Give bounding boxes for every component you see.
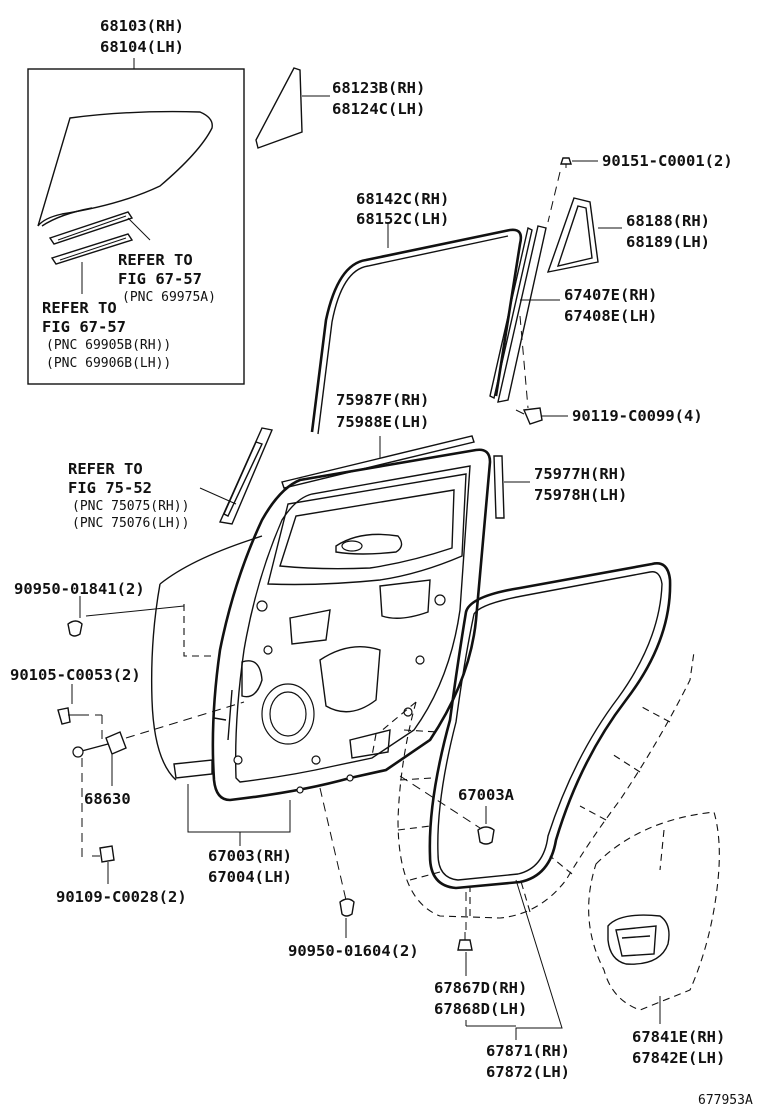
ref-c-line-3: (PNC 75075(RH)) (72, 499, 189, 514)
inner-door-panel (211, 448, 492, 802)
plug-90950-01841-icon (67, 620, 83, 637)
plug-90950-01604-icon (339, 898, 355, 917)
label-channel-lh: 67408E(LH) (564, 307, 657, 325)
label-bolt-90119: 90119-C0099(4) (572, 407, 703, 425)
drawing-number: 677953A (698, 1093, 753, 1108)
clip-67867d-icon (457, 932, 473, 951)
reference-fig-75-52: REFER TO FIG 75-52 (PNC 75075(RH)) (PNC … (68, 460, 189, 531)
label-molding-lh: 75988E(LH) (336, 413, 429, 431)
rear-garnish (493, 455, 505, 519)
label-division-bar-lh: 68189(LH) (626, 233, 710, 251)
label-molding-rh: 75987F(RH) (336, 391, 429, 409)
belt-molding (281, 435, 475, 489)
label-clip-lh: 67868D(LH) (434, 1000, 527, 1018)
label-weatherstrip-rh: 67871(RH) (486, 1042, 570, 1060)
ref-c-line-1: REFER TO (68, 460, 143, 478)
ref-b-line-3: (PNC 69905B(RH)) (46, 338, 171, 353)
label-quarter-glass-rh: 68123B(RH) (332, 79, 425, 97)
ref-a-line-2: FIG 67-57 (118, 270, 202, 288)
label-plug-90950-01604: 90950-01604(2) (288, 942, 419, 960)
label-glass-lh: 68104(LH) (100, 38, 184, 56)
ref-b-line-1: REFER TO (42, 299, 117, 317)
ref-b-line-2: FIG 67-57 (42, 318, 126, 336)
label-garnish-rh: 75977H(RH) (534, 465, 627, 483)
label-screw-90151: 90151-C0001(2) (602, 152, 733, 170)
label-bolt-90105: 90105-C0053(2) (10, 666, 141, 684)
door-trim-board (588, 811, 720, 1011)
front-pillar-garnish (218, 427, 273, 525)
screw-90151-icon (560, 157, 572, 168)
door-check-icon (72, 731, 127, 758)
reference-fig-67-57-a: REFER TO FIG 67-57 (PNC 69975A) (118, 251, 216, 305)
label-glass-rh: 68103(RH) (100, 17, 184, 35)
ref-a-line-1: REFER TO (118, 251, 193, 269)
label-trim-board-rh: 67841E(RH) (632, 1028, 725, 1046)
door-weatherstrip (428, 562, 672, 890)
bolt-90105-icon (57, 707, 80, 725)
door-glass (37, 110, 213, 227)
door-lower-strip (173, 759, 213, 779)
reference-fig-67-57-b: REFER TO FIG 67-57 (PNC 69905B(RH)) (PNC… (42, 299, 171, 371)
ref-a-line-3: (PNC 69975A) (122, 290, 216, 305)
bolt-90109-icon (92, 845, 115, 863)
plug-67003a-icon (477, 826, 495, 845)
label-trim-board-lh: 67842E(LH) (632, 1049, 725, 1067)
label-weatherstrip-lh: 67872(LH) (486, 1063, 570, 1081)
bolt-90119-icon (515, 407, 543, 425)
label-bolt-90109: 90109-C0028(2) (56, 888, 187, 906)
label-run-channel-lh: 68152C(LH) (356, 210, 449, 228)
label-clip-rh: 67867D(RH) (434, 979, 527, 997)
label-division-bar-rh: 68188(RH) (626, 212, 710, 230)
quarter-glass (255, 67, 303, 149)
label-plug-67003a: 67003A (458, 786, 515, 804)
label-panel-rh: 67003(RH) (208, 847, 292, 865)
label-garnish-lh: 75978H(LH) (534, 486, 627, 504)
label-quarter-glass-lh: 68124C(LH) (332, 100, 425, 118)
run-channel (310, 228, 523, 433)
glass-inset-box (27, 68, 245, 385)
label-plug-90950-01841: 90950-01841(2) (14, 580, 145, 598)
label-panel-lh: 67004(LH) (208, 868, 292, 886)
glass-seal-lower (50, 233, 134, 265)
ref-b-line-4: (PNC 69906B(LH)) (46, 356, 171, 371)
ref-c-line-4: (PNC 75076(LH)) (72, 516, 189, 531)
label-run-channel-rh: 68142C(RH) (356, 190, 449, 208)
rear-channel (497, 225, 547, 403)
ref-c-line-2: FIG 75-52 (68, 479, 152, 497)
label-door-check: 68630 (84, 790, 131, 808)
glass-seal-upper (48, 211, 134, 245)
outer-door-panel (150, 535, 263, 781)
division-bar (546, 197, 599, 273)
label-channel-rh: 67407E(RH) (564, 286, 657, 304)
